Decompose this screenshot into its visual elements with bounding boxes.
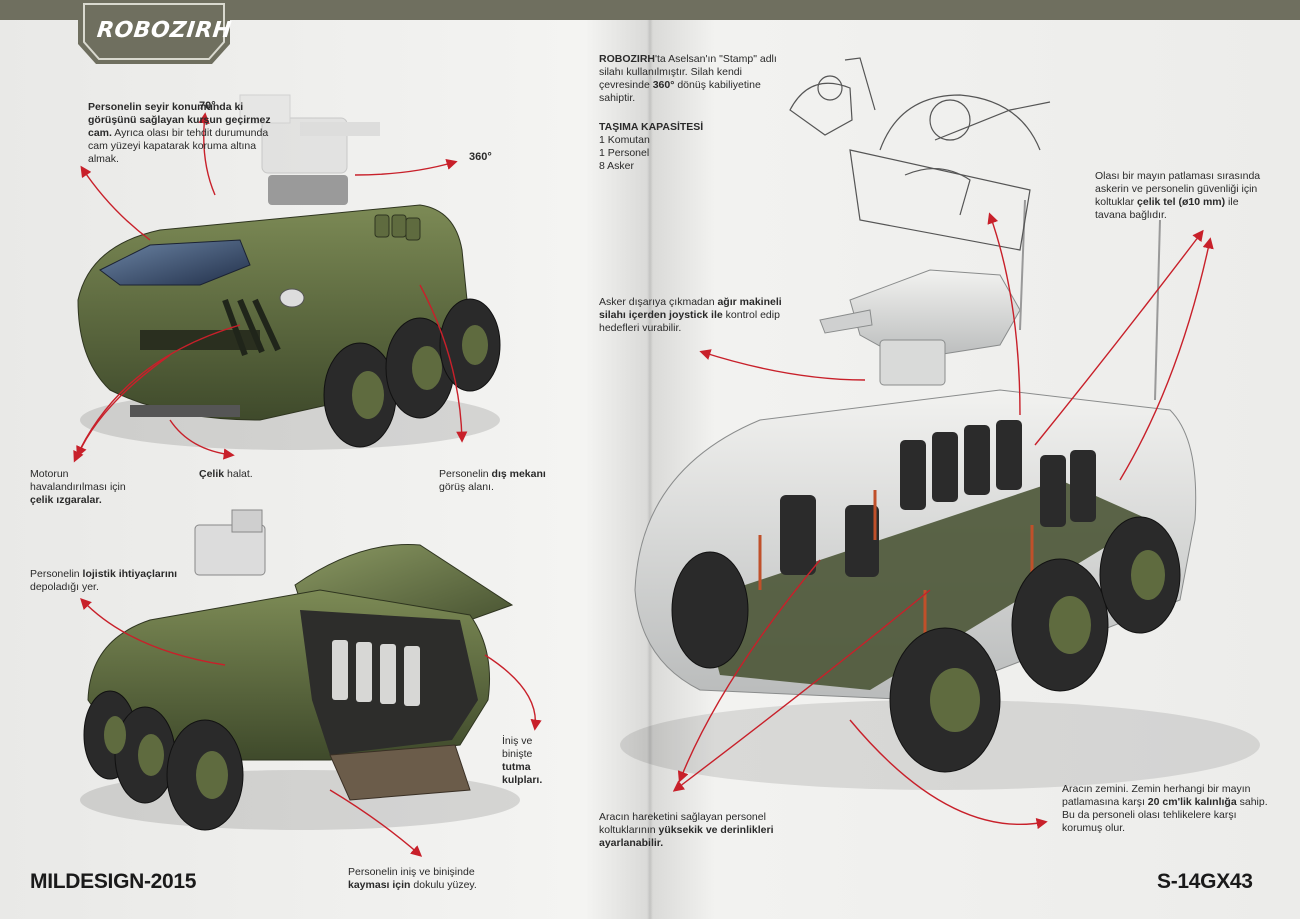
footer-left-title: MILDESIGN-2015 <box>30 870 197 893</box>
seat-wire-note: Olası bir mayın patlaması sırasında aske… <box>1095 170 1261 221</box>
handles-note: İniş ve binişte tutma kulpları. <box>502 735 543 786</box>
vehicle-floor-note: Aracın zemini. Zemin herhangi bir mayın … <box>1062 783 1268 834</box>
capacity-item: 8 Asker <box>599 160 635 172</box>
capacity-block: TAŞIMA KAPASİTESİ 1 Komutan 1 Personel 8… <box>599 121 749 173</box>
seat-adjust-note: Aracın hareketini sağlayan personel kolt… <box>599 811 774 849</box>
joystick-note: Asker dışarıya çıkmadan ağır makineli si… <box>599 296 782 334</box>
callout-arrows <box>73 112 1214 857</box>
logistics-note: Personelin lojistik ihtiyaçlarını depola… <box>30 568 178 593</box>
operator-sketch <box>789 57 1051 251</box>
vehicle-cutaway-view <box>620 199 1260 790</box>
stamp-note: ROBOZIRH'ta Aselsan'ın "Stamp" adlı sila… <box>599 53 777 104</box>
glass-note: Personelin seyir konumunda ki görüşünü s… <box>88 101 271 165</box>
vehicle-rear-view <box>80 509 520 831</box>
vehicle-front-view <box>77 94 501 450</box>
cable-note: Çelik halat. <box>199 468 253 480</box>
capacity-item: 1 Komutan <box>599 134 650 146</box>
grille-note: Motorun havalandırılması için çelik ızga… <box>30 468 126 506</box>
page-spine <box>647 20 653 919</box>
logo-badge <box>78 0 230 64</box>
footer-right-code: S-14GX43 <box>1157 870 1253 893</box>
floor-texture-note: Personelin iniş ve binişinde kayması içi… <box>348 866 477 891</box>
angle-70-label: 70° <box>199 100 216 112</box>
capacity-item: 1 Personel <box>599 147 650 159</box>
angle-360-label: 360° <box>469 151 492 163</box>
header-bar <box>0 0 1300 20</box>
capacity-title: TAŞIMA KAPASİTESİ <box>599 121 704 133</box>
exterior-note: Personelin dış mekanı görüş alanı. <box>439 468 546 493</box>
